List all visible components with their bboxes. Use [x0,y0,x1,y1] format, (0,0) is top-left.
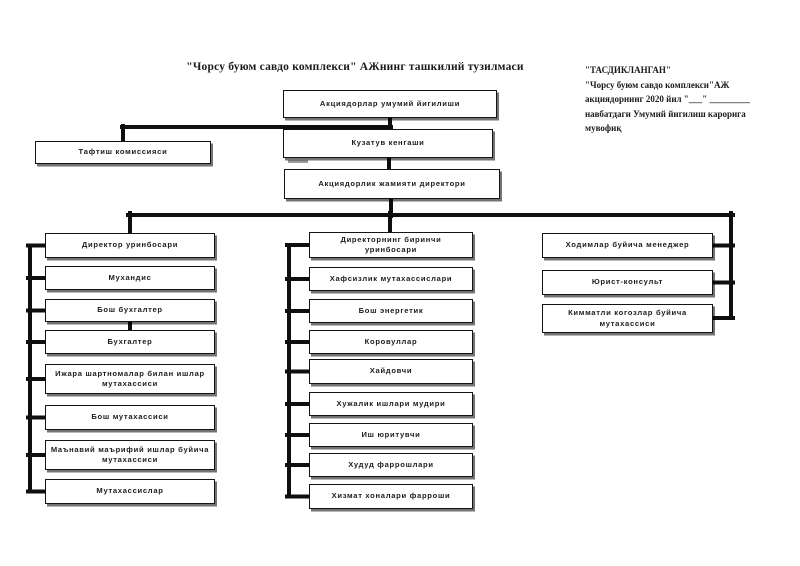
node-label: Директор уринбосари [81,240,179,250]
node-audit-commission: Тафтиш комиссияси [35,141,211,164]
node-label: Иш юритувчи [361,429,421,439]
approval-line: акциядорнинг 2020 йил "___" _________ [585,94,751,104]
node-label: Юрист-консульт [591,277,664,287]
node-label: Мухандис [108,272,152,282]
node-accountant: Бухгалтер [45,330,215,354]
node-chief-accountant: Бош бухгалтер [45,299,215,322]
node-label: Акциядорлик жамияти директори [318,178,466,188]
node-label: Директорнинг биринчи уринбосари [340,234,442,255]
node-engineer: Мухандис [45,266,215,290]
node-label: Бухгалтер [107,336,153,346]
node-deputy-director: Директор уринбосари [45,233,215,258]
node-specialists: Мутахассислар [45,479,215,504]
node-chief-specialist: Бош мутахассиси [45,405,215,430]
approval-line: "Чорсу буюм савдо комплекси"АЖ [585,79,730,90]
node-label: Хизмат хоналари фарроши [331,491,451,501]
node-label: Тафтиш комиссияси [78,147,168,157]
node-label: Бош мутахассиси [91,412,169,422]
node-service-rooms-cleaner: Хизмат хоналари фарроши [309,484,473,509]
node-company-director: Акциядорлик жамияти директори [284,169,500,199]
approval-line: мувофиқ [585,123,622,133]
node-legal-counsel: Юрист-консульт [542,270,713,295]
node-chief-power-engineer: Бош энергетик [309,299,473,323]
node-spiritual-affairs-specialist: Маънавий маърифий ишлар буйича мутахасси… [45,440,215,470]
node-securities-specialist: Кимматли когозлар буйича мутахассиси [542,304,713,333]
node-general-meeting: Акциядорлар умумий йигилиши [283,90,497,118]
node-label: Худуд фаррошлари [348,459,434,469]
node-household-affairs-manager: Хужалик ишлари мудири [309,392,473,416]
node-label: Мутахассислар [96,486,164,496]
approval-line: навбатдаги Умумий йигилиш карорига [585,108,746,119]
node-label: Ходимлар буйича менеджер [565,240,690,250]
node-label: Хужалик ишлари мудири [336,398,446,408]
node-clerk: Иш юритувчи [309,423,473,447]
node-label: Коровуллар [364,336,418,346]
node-label: Хайдовчи [369,366,413,376]
page-title: "Чорсу буюм савдо комплекси" АЖнинг ташк… [186,61,524,73]
node-territory-cleaners: Худуд фаррошлари [309,453,473,477]
node-label: Акциядорлар умумий йигилиши [319,98,461,108]
node-label: Ижара шартномалар билан ишлар мутахассис… [55,368,205,389]
node-driver: Хайдовчи [309,359,473,384]
node-lease-contracts-specialist: Ижара шартномалар билан ишлар мутахассис… [45,364,215,394]
node-label: Бош энергетик [358,305,424,315]
scan-artifact [288,160,308,163]
node-hr-manager: Ходимлар буйича менеджер [542,233,713,258]
node-label: Кимматли когозлар буйича мутахассиси [568,308,687,328]
node-first-deputy-director: Директорнинг биринчи уринбосари [309,232,473,258]
node-label: Хафсизлик мутахассислари [329,273,453,283]
node-label: Маънавий маърифий ишлар буйича мутахасси… [50,444,210,465]
node-guards: Коровуллар [309,330,473,354]
node-security-specialists: Хафсизлик мутахассислари [309,267,473,291]
approval-line: "ТАСДИКЛАНГАН" [585,65,671,75]
node-supervisory-board: Кузатув кенгаши [283,129,493,158]
node-label: Бош бухгалтер [97,305,163,315]
approval-block: "ТАСДИКЛАНГАН" "Чорсу буюм савдо комплек… [585,63,790,136]
node-label: Кузатув кенгаши [351,138,425,148]
